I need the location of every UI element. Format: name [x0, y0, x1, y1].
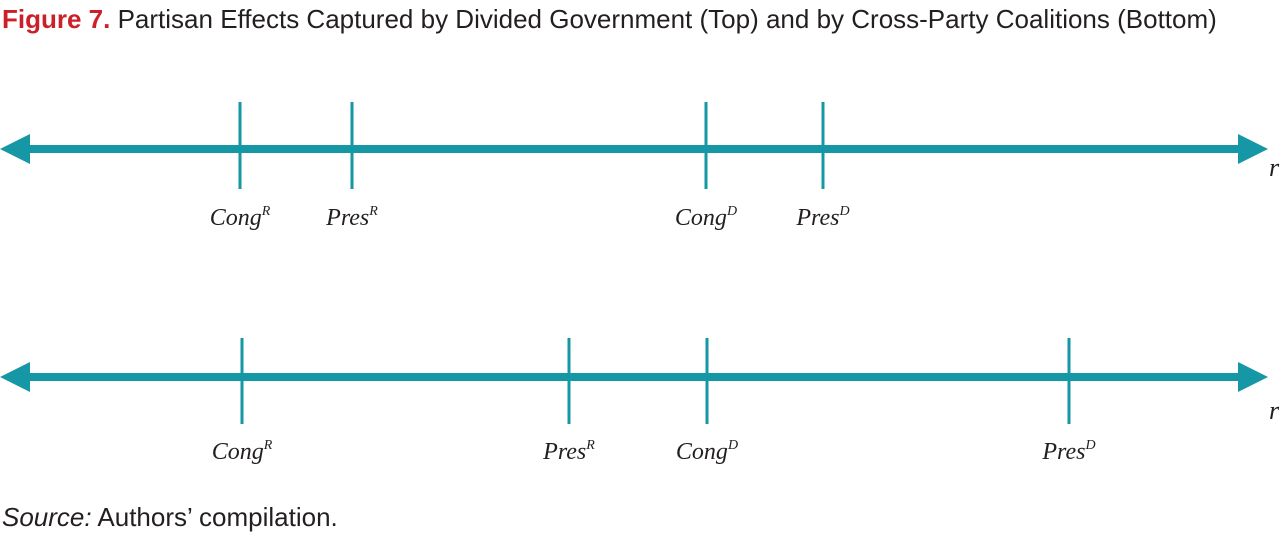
- figure-caption: Figure 7. Partisan Effects Captured by D…: [2, 0, 1262, 38]
- marker-base: Pres: [1041, 439, 1085, 465]
- marker-label-cong-r: CongR: [212, 438, 273, 465]
- marker-superscript: R: [368, 204, 378, 219]
- source-label: Source:: [2, 502, 92, 532]
- marker-label-pres-d: PresD: [1041, 438, 1095, 465]
- left-arrow-head: [0, 134, 30, 164]
- marker-superscript: D: [727, 438, 738, 453]
- figure-title: Partisan Effects Captured by Divided Gov…: [117, 4, 1217, 34]
- marker-label-cong-r: CongR: [210, 204, 271, 231]
- marker-superscript: R: [585, 438, 595, 453]
- marker-label-pres-r: PresR: [542, 438, 595, 465]
- marker-base: Pres: [795, 205, 839, 231]
- marker-superscript: D: [838, 204, 849, 219]
- axis-label-r: r: [1269, 396, 1280, 425]
- marker-base: Pres: [542, 439, 586, 465]
- marker-superscript: R: [261, 204, 271, 219]
- marker-base: Cong: [675, 205, 727, 231]
- right-arrow-head: [1238, 134, 1268, 164]
- marker-base: Cong: [210, 205, 262, 231]
- right-arrow-head: [1238, 362, 1268, 392]
- figure-label: Figure 7.: [2, 4, 111, 34]
- marker-superscript: D: [1084, 438, 1095, 453]
- marker-base: Pres: [325, 205, 369, 231]
- marker-base: Cong: [212, 439, 264, 465]
- marker-base: Cong: [676, 439, 728, 465]
- marker-label-cong-d: CongD: [676, 438, 738, 465]
- marker-label-pres-d: PresD: [795, 204, 849, 231]
- axis-label-r: r: [1269, 153, 1280, 182]
- source-text: Authors’ compilation.: [97, 502, 338, 532]
- source-note: Source: Authors’ compilation.: [2, 502, 338, 532]
- marker-label-cong-d: CongD: [675, 204, 737, 231]
- marker-label-pres-r: PresR: [325, 204, 378, 231]
- marker-superscript: D: [726, 204, 737, 219]
- left-arrow-head: [0, 362, 30, 392]
- marker-superscript: R: [263, 438, 273, 453]
